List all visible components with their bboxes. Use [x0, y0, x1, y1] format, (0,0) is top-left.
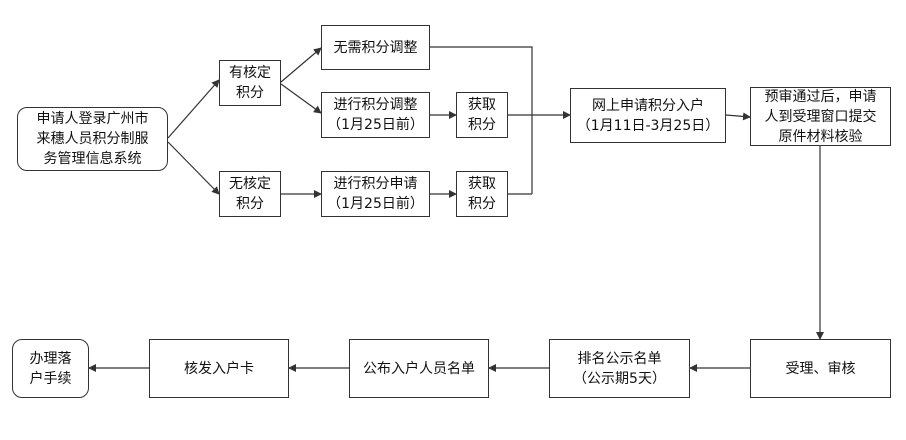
node-accept: 受理、审核 [750, 339, 891, 398]
line-no-adjust-to-merge [430, 46, 533, 194]
node-no-score: 无核定 积分 [219, 171, 281, 217]
node-has-score: 有核定 积分 [219, 60, 281, 106]
node-get-score-1-label: 获取 积分 [468, 97, 496, 133]
arrow-login-to-no-score [167, 141, 220, 195]
node-login-label: 申请人登录广州市 来穗人员积分制服 务管理信息系统 [36, 111, 149, 167]
node-issue-card-label: 核发入户卡 [184, 360, 254, 377]
arrow-login-to-has-score [167, 79, 220, 139]
node-online-apply: 网上申请积分入户 （1月11日-3月25日） [570, 88, 726, 143]
node-get-score-2-label: 获取 积分 [468, 176, 496, 212]
node-do-apply-label: 进行积分申请 （1月25日前） [327, 176, 424, 212]
node-login: 申请人登录广州市 来穗人员积分制服 务管理信息系统 [17, 107, 168, 171]
node-do-adjust: 进行积分调整 （1月25日前） [321, 92, 430, 138]
node-issue-card: 核发入户卡 [149, 339, 289, 398]
node-prereview-label: 预审通过后，申请 人到受理窗口提交 原件材料核验 [764, 88, 877, 145]
node-get-score-1: 获取 积分 [456, 92, 508, 138]
node-has-score-label: 有核定 积分 [229, 65, 271, 101]
node-no-score-label: 无核定 积分 [229, 176, 271, 212]
node-rank: 排名公示名单 （公示期5天） [549, 339, 690, 398]
node-rank-label: 排名公示名单 （公示期5天） [573, 350, 666, 387]
node-settle: 办理落 户手续 [12, 339, 89, 398]
arrow-online-apply-to-prereview [725, 112, 751, 121]
node-no-adjust: 无需积分调整 [321, 25, 430, 70]
node-accept-label: 受理、审核 [785, 360, 856, 377]
node-prereview: 预审通过后，申请 人到受理窗口提交 原件材料核验 [750, 87, 891, 146]
node-online-apply-label: 网上申请积分入户 （1月11日-3月25日） [576, 97, 720, 134]
node-publish-label: 公布入户人员名单 [363, 360, 475, 377]
node-publish: 公布入户人员名单 [349, 339, 489, 398]
node-no-adjust-label: 无需积分调整 [333, 39, 418, 56]
node-do-apply: 进行积分申请 （1月25日前） [321, 171, 430, 217]
node-do-adjust-label: 进行积分调整 （1月25日前） [327, 97, 424, 133]
node-get-score-2: 获取 积分 [456, 171, 508, 217]
arrow-has-score-to-do-adjust [280, 83, 322, 114]
node-settle-label: 办理落 户手续 [29, 350, 72, 387]
arrow-has-score-to-no-adjust [280, 47, 322, 83]
